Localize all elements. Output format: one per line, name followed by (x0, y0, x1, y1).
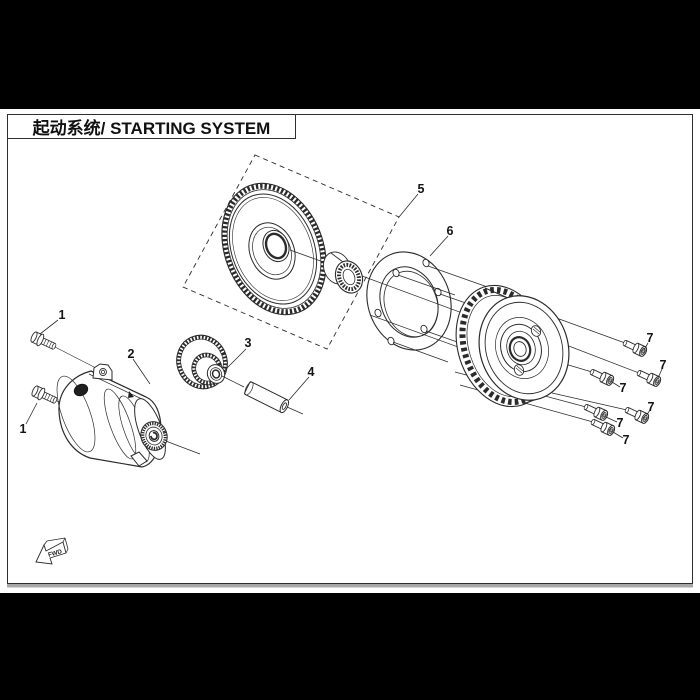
drawing-page: 起动系统/ STARTING SYSTEM (7, 114, 693, 584)
top-black-band (0, 0, 700, 109)
bottom-black-band (0, 593, 700, 700)
page-title: 起动系统/ STARTING SYSTEM (32, 119, 271, 138)
title-box: 起动系统/ STARTING SYSTEM (8, 115, 296, 139)
